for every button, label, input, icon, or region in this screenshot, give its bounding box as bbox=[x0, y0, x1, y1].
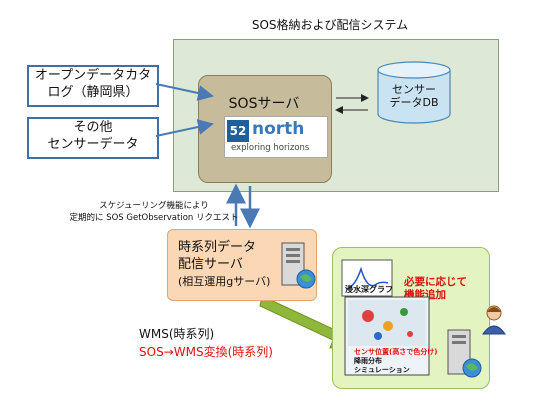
user-icon bbox=[482, 305, 506, 335]
sched-line: 定期的に SOS GetObservation リクエスト bbox=[69, 213, 239, 223]
source-line: オープンデータカタ bbox=[34, 68, 152, 83]
sensor-position-label: センサ位置(高さで色分け) bbox=[354, 348, 438, 356]
scheduling-note: スケジューリング機能により 定期的に SOS GetObservation リク… bbox=[54, 200, 254, 224]
arrow-catalog-to-sos bbox=[155, 83, 214, 101]
source-line: ログ（静岡県） bbox=[47, 85, 139, 100]
db-line: データDB bbox=[389, 96, 439, 109]
source-open-data-catalog: オープンデータカタ ログ（静岡県） bbox=[27, 65, 159, 107]
wms-label: WMS(時系列) bbox=[139, 327, 215, 341]
wms-conversion-label: SOS→WMS変換(時系列) bbox=[139, 345, 273, 359]
client-pc-icon bbox=[447, 329, 482, 378]
source-line: センサーデータ bbox=[47, 137, 139, 152]
logo-word: north bbox=[252, 119, 305, 139]
system-title: SOS格納および配信システム bbox=[251, 18, 409, 32]
logo-tagline: exploring horizons bbox=[231, 143, 310, 153]
ts-line: 時系列データ bbox=[178, 240, 257, 255]
52north-logo: 52 north exploring horizons bbox=[224, 116, 328, 158]
source-other-sensor-data: その他 センサーデータ bbox=[27, 117, 159, 159]
simulation-label: シミュレーション bbox=[354, 366, 410, 374]
map-screen-icon bbox=[344, 296, 430, 376]
database-label: センサー データDB bbox=[382, 83, 446, 109]
water-depth-graph-icon bbox=[341, 259, 393, 297]
ts-line: (相互運用gサーバ) bbox=[178, 275, 271, 288]
water-depth-graph-label: 浸水深グラフ bbox=[345, 285, 393, 294]
sos-server-title: SOSサーバ bbox=[228, 96, 300, 112]
server-icon bbox=[281, 242, 316, 289]
database-icon bbox=[377, 61, 451, 124]
note-line: 必要に応じて bbox=[404, 276, 467, 288]
source-line: その他 bbox=[73, 120, 113, 135]
logo-number: 52 bbox=[227, 120, 249, 142]
db-line: センサー bbox=[392, 83, 436, 96]
sched-line: スケジューリング機能により bbox=[99, 201, 209, 211]
rainfall-distribution-label: 降雨分布 bbox=[354, 357, 382, 365]
map-screen-labels: センサ位置(高さで色分け) 降雨分布 シミュレーション bbox=[354, 348, 437, 375]
arrow-sensor-to-sos bbox=[155, 119, 214, 137]
ts-line: 配信サーバ bbox=[178, 257, 243, 272]
timeseries-server-label: 時系列データ 配信サーバ (相互運用gサーバ) bbox=[178, 239, 270, 290]
